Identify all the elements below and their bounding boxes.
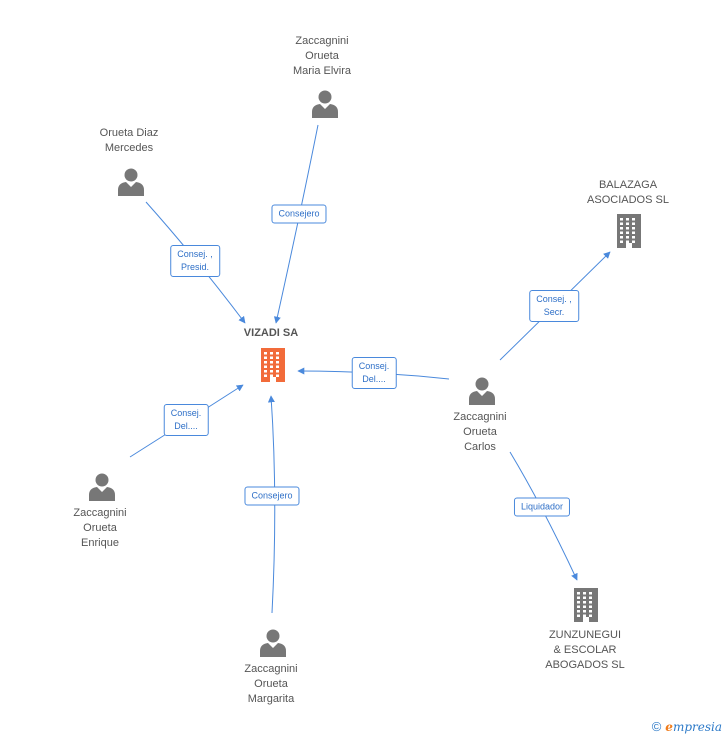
node-label-line: Orueta (463, 426, 497, 438)
person-icon-mercedes[interactable] (116, 166, 146, 201)
edge-label-carlos-to-vizadi[interactable]: Consej. Del.... (351, 357, 397, 389)
copyright-symbol: © (651, 719, 662, 734)
node-label-line: VIZADI SA (243, 327, 299, 339)
edge-label-enrique-to-vizadi[interactable]: Consej. Del.... (163, 404, 209, 436)
node-label-vizadi[interactable]: VIZADI SA (244, 326, 298, 341)
node-label-line: Zaccagnini (73, 507, 127, 519)
edge-maria-to-vizadi (273, 124, 319, 324)
company-icon-vizadi[interactable] (258, 348, 288, 387)
node-label-line: Carlos (464, 441, 496, 453)
node-label-line: Orueta (83, 522, 117, 534)
edge-label-carlos-to-balazaga[interactable]: Consej. , Secr. (529, 290, 579, 322)
node-label-line: Zaccagnini (244, 663, 298, 675)
person-icon-enrique[interactable] (87, 471, 117, 506)
brand-name-rest: mpresia (672, 719, 722, 734)
node-label-line: Enrique (81, 537, 119, 549)
empresia-brand[interactable]: © empresia (652, 719, 722, 734)
node-label-line: Orueta Diaz (99, 127, 159, 139)
edge-label-maria-to-vizadi[interactable]: Consejero (271, 204, 327, 224)
node-label-line: ASOCIADOS SL (587, 194, 669, 206)
node-label-line: Orueta (254, 678, 288, 690)
node-label-line: & ESCOLAR (553, 644, 617, 656)
company-icon-zunzunegui[interactable] (571, 588, 601, 627)
person-icon-maria[interactable] (310, 88, 340, 123)
node-label-line: BALAZAGA (598, 179, 658, 191)
node-label-line: Orueta (305, 50, 339, 62)
node-label-line: Zaccagnini (453, 411, 507, 423)
node-label-balazaga[interactable]: BALAZAGA ASOCIADOS SL (587, 178, 669, 208)
edge-label-carlos-to-zunzunegui[interactable]: Liquidador (513, 497, 571, 517)
node-label-line: ZUNZUNEGUI (548, 629, 622, 641)
node-label-line: Mercedes (104, 142, 154, 154)
node-label-line: Margarita (247, 693, 295, 705)
edge-label-margarita-to-vizadi[interactable]: Consejero (244, 486, 300, 506)
company-icon-balazaga[interactable] (614, 214, 644, 253)
node-label-line: Maria Elvira (292, 65, 352, 77)
node-label-line: ABOGADOS SL (545, 659, 625, 671)
person-icon-carlos[interactable] (467, 375, 497, 410)
node-label-line: Zaccagnini (295, 35, 349, 47)
edge-label-mercedes-to-vizadi[interactable]: Consej. , Presid. (170, 245, 220, 277)
node-label-zunzunegui[interactable]: ZUNZUNEGUI & ESCOLAR ABOGADOS SL (545, 628, 624, 673)
person-icon-margarita[interactable] (258, 627, 288, 662)
brand-e-letter: e (665, 719, 673, 734)
